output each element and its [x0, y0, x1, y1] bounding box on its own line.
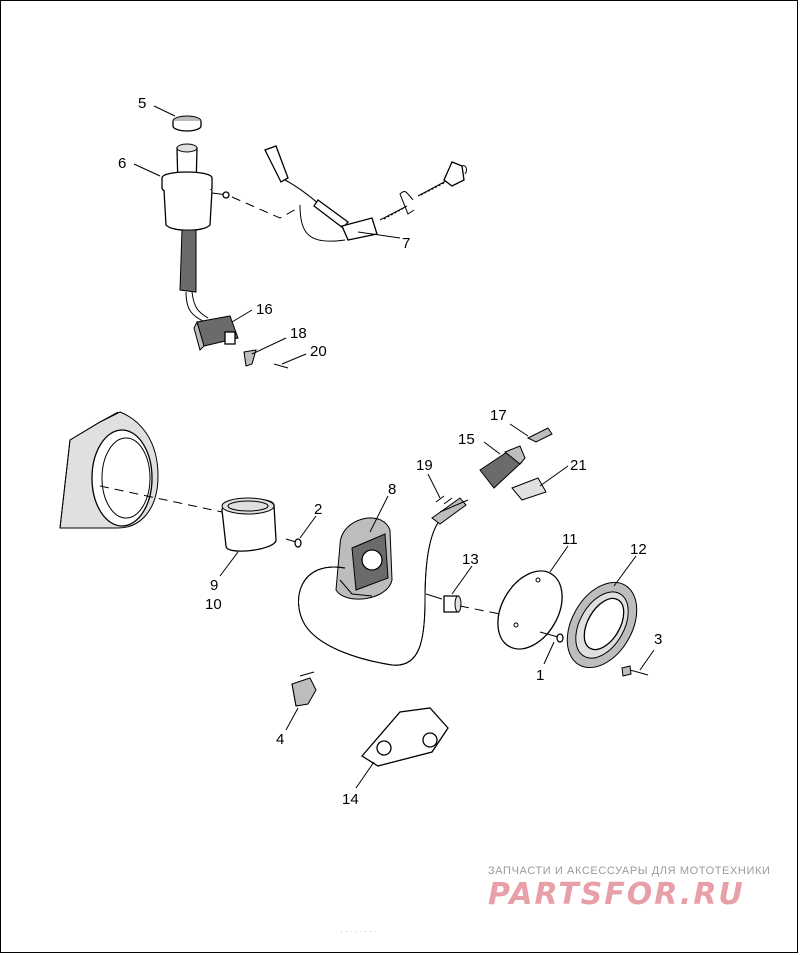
- part-3-bolt: [621, 665, 649, 677]
- callout-2: 2: [314, 501, 322, 518]
- callout-3: 3: [654, 631, 662, 648]
- callout-1: 1: [536, 667, 544, 684]
- callout-5: 5: [138, 95, 146, 112]
- callout-8: 8: [388, 481, 396, 498]
- part-9-10-rotor-cup: [221, 497, 277, 552]
- watermark-tagline: ЗАПЧАСТИ И АКСЕССУАРЫ ДЛЯ МОТОТЕХНИКИ: [488, 865, 770, 877]
- part-11-cover-plate: [497, 570, 563, 650]
- part-13-spacer: [425, 593, 462, 613]
- callout-11: 11: [562, 531, 578, 548]
- callout-6: 6: [118, 155, 126, 172]
- part-16-connector: [193, 315, 239, 351]
- part-19-terminals: [435, 495, 453, 505]
- part-14-bracket: [361, 707, 449, 767]
- callout-18: 18: [290, 325, 307, 342]
- callout-15: 15: [458, 431, 475, 448]
- part-1-screw: [539, 631, 564, 643]
- part-18-terminal: [243, 349, 257, 367]
- callout-labels: 5 6 7 16 18 20 17 15 19 21 8 2 11 12 13 …: [118, 95, 662, 808]
- callout-17: 17: [490, 407, 507, 424]
- part-12-gasket-cover: [566, 581, 638, 669]
- wire-harness: [298, 497, 469, 666]
- callout-12: 12: [630, 541, 647, 558]
- callout-21: 21: [570, 457, 587, 474]
- part-21-plate: [511, 477, 547, 501]
- part-6-ignition-coil: [161, 143, 230, 323]
- part-20-pin: [273, 363, 289, 369]
- part-7-spark-plug-wires: [264, 145, 467, 242]
- leader-lines: [133, 105, 655, 789]
- cover-housing: [59, 411, 159, 529]
- part-17-clip: [526, 427, 553, 443]
- part-2-screw: [285, 538, 302, 548]
- callout-13: 13: [462, 551, 479, 568]
- watermark-logo: PARTSFOR.RU: [488, 877, 745, 912]
- callout-4: 4: [276, 731, 284, 748]
- callout-7: 7: [402, 235, 410, 252]
- part-15-connector-housing: [479, 445, 526, 489]
- callout-14: 14: [342, 791, 359, 808]
- callout-16: 16: [256, 301, 273, 318]
- callout-10: 10: [205, 596, 222, 613]
- leader-housing-to-rotor: [99, 485, 223, 513]
- watermark: ЗАПЧАСТИ И АКСЕССУАРЫ ДЛЯ МОТОТЕХНИКИ PA…: [488, 865, 770, 912]
- leader-coil-to-wire: [231, 196, 301, 219]
- part-4-clip: [291, 671, 317, 707]
- callout-19: 19: [416, 457, 433, 474]
- footer-text: · · · · · · · ·: [340, 927, 377, 936]
- callout-9: 9: [210, 577, 218, 594]
- callout-20: 20: [310, 343, 327, 360]
- part-8-stator-plate: [335, 517, 393, 600]
- part-5-cap: [172, 115, 202, 132]
